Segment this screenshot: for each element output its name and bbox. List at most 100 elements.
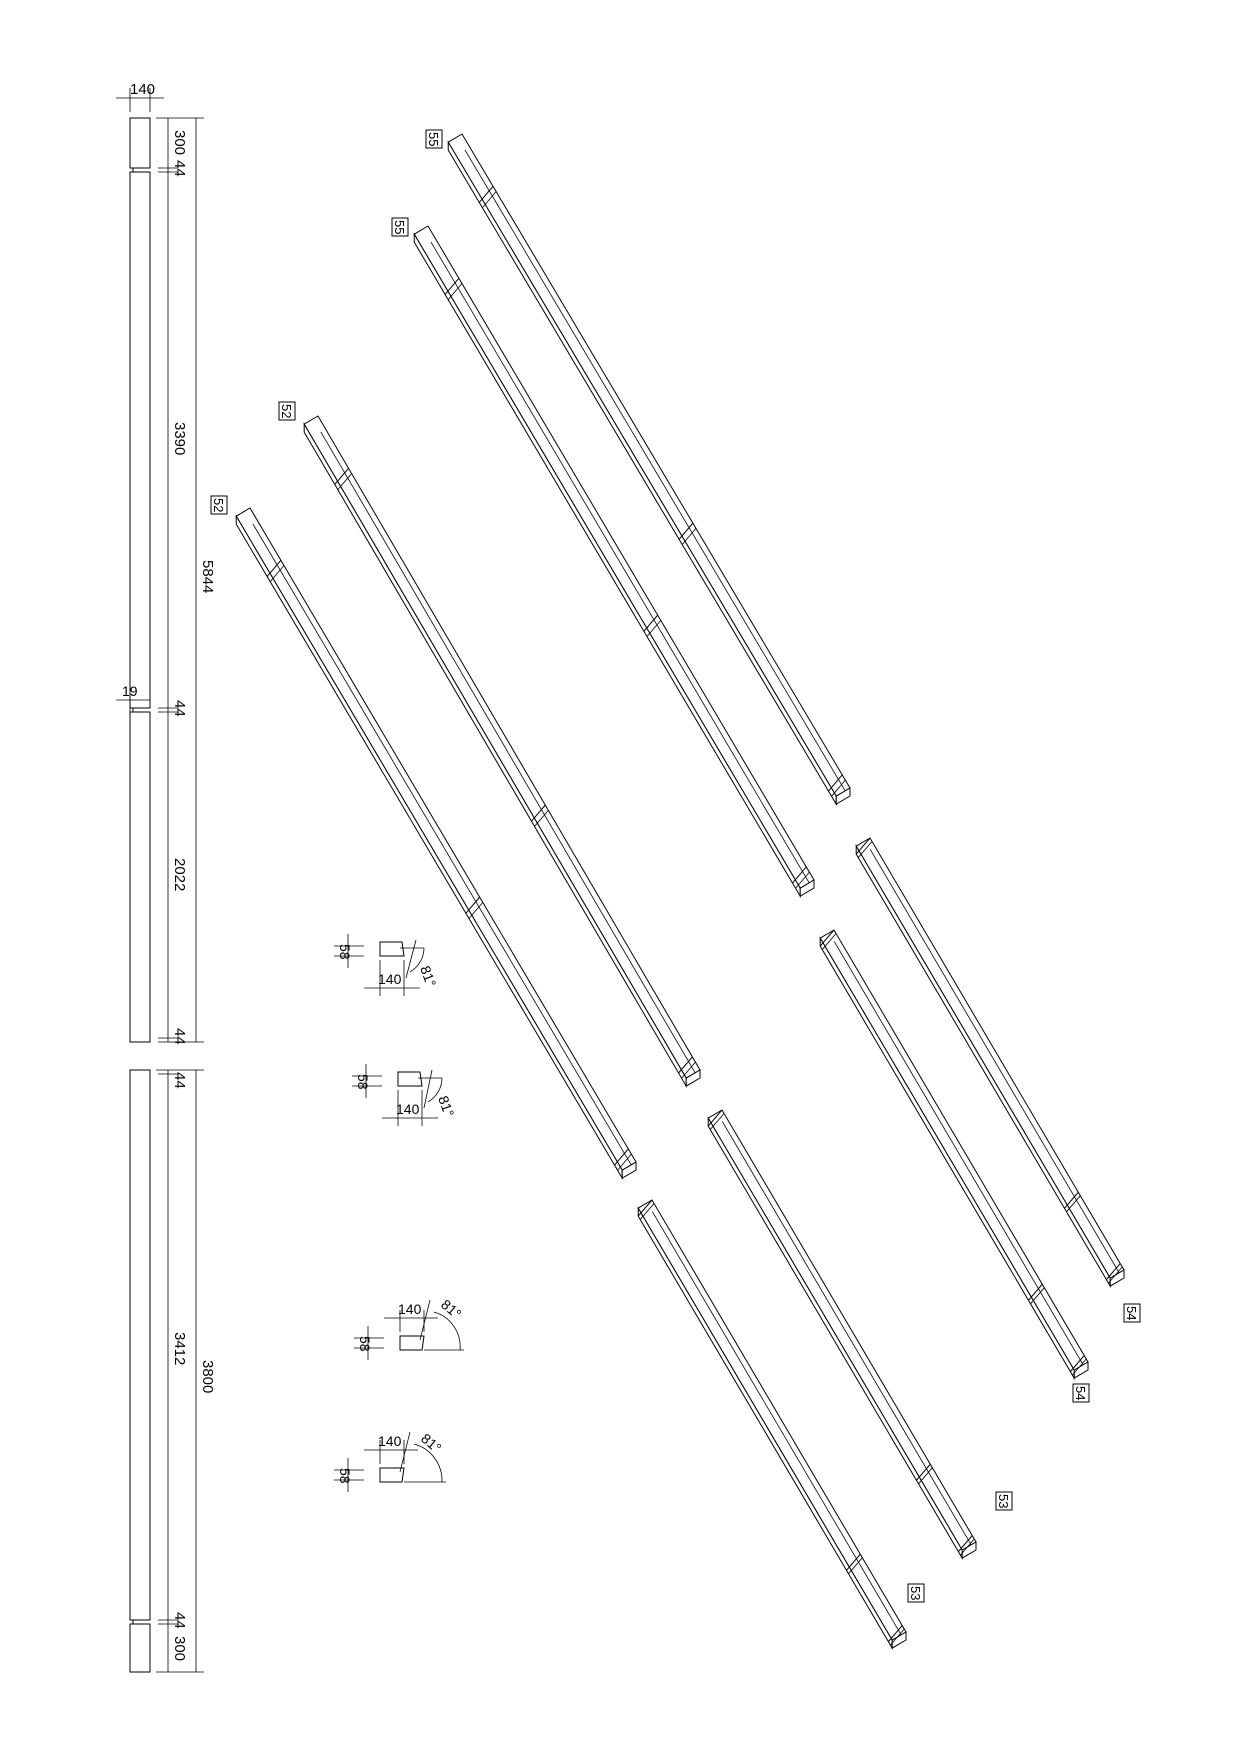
- beam-joint: [614, 1148, 629, 1166]
- part-label: 55: [392, 220, 407, 234]
- section-angle: 81°: [435, 1094, 457, 1119]
- beam-groove-line: [252, 523, 632, 1166]
- part-label: 53: [996, 1494, 1011, 1508]
- section-detail-4: 58 140 81°: [334, 1430, 446, 1492]
- beam-groove-line: [320, 431, 696, 1074]
- beam-end-face: [621, 1161, 637, 1180]
- beam-segment-3390: [129, 171, 151, 709]
- beam-joint: [916, 1463, 931, 1481]
- beam-end-segment-bottom: [129, 1623, 151, 1673]
- beam-joint: [478, 185, 494, 203]
- beam-joint: [617, 1153, 632, 1171]
- beam-joint: [531, 804, 546, 822]
- beam-groove-line: [430, 241, 810, 884]
- beam-joint: [819, 929, 835, 947]
- isometric-beam: [303, 415, 701, 1088]
- isometric-beams: [235, 133, 1125, 1650]
- beam-joint: [1108, 1266, 1123, 1284]
- dim-seg-2022: 2022: [171, 858, 188, 891]
- dim-seg-3412: 3412: [171, 1332, 188, 1365]
- part-label: 54: [1073, 1386, 1088, 1400]
- dim-seg-300-bottom: 300: [171, 1636, 188, 1661]
- isometric-beam: [855, 837, 1125, 1288]
- beam-joint: [1106, 1263, 1121, 1280]
- dim-width-140: 140: [130, 81, 155, 98]
- dim-seg-3390: 3390: [171, 422, 188, 455]
- beam-joint: [707, 1109, 723, 1127]
- part-label: 52: [211, 498, 226, 512]
- beam-joint: [447, 283, 463, 300]
- beam-segment-3412: [129, 1069, 151, 1621]
- section-width: 140: [398, 1301, 422, 1317]
- section-width: 140: [378, 1433, 402, 1449]
- beam-joint: [795, 871, 810, 889]
- dim-seg-300-top: 300: [171, 130, 188, 155]
- beam-joint: [681, 1061, 696, 1079]
- part-label: 55: [426, 132, 441, 146]
- section-angle: 81°: [417, 964, 439, 989]
- beam-end-face: [799, 879, 815, 898]
- beam-joint: [334, 467, 349, 485]
- beam-joint: [465, 896, 481, 914]
- beam-end-face: [685, 1069, 701, 1087]
- beam-joint: [444, 277, 460, 295]
- beam-joint: [709, 1113, 725, 1130]
- beam-joint: [639, 1203, 655, 1220]
- section-detail-2: 58 140 81°: [352, 1064, 457, 1126]
- beam-joint: [821, 933, 837, 950]
- beam-joint: [482, 191, 497, 208]
- beam-joint: [534, 810, 549, 827]
- dim-gap-44-c: 44: [171, 1028, 188, 1045]
- dim-total-5844: 5844: [199, 560, 216, 593]
- beam-joint: [1070, 1355, 1085, 1372]
- beam-joint: [960, 1538, 975, 1556]
- section-width: 140: [378, 971, 402, 987]
- part-labels: 55 55 52 52 54 54 53 53: [210, 129, 1141, 1603]
- isometric-beam: [235, 507, 637, 1180]
- beam-joint: [337, 473, 352, 490]
- beam-side-face: [637, 1206, 893, 1650]
- beam-joint: [855, 837, 871, 855]
- beam-joint: [1030, 1287, 1045, 1305]
- beam-joint: [857, 841, 873, 858]
- isometric-beam: [447, 133, 851, 806]
- dim-total-3800: 3800: [199, 1360, 216, 1393]
- beam-joint: [1028, 1283, 1043, 1301]
- beam-joint: [1064, 1191, 1079, 1209]
- beam-groove-line: [721, 1121, 972, 1546]
- beam-joint: [643, 614, 659, 632]
- beam-groove-line: [833, 941, 1084, 1366]
- beam-joint: [646, 620, 662, 637]
- beam-side-face: [413, 232, 801, 898]
- dim-gap-44-d: 44: [171, 1072, 188, 1089]
- dim-gap-44-a: 44: [171, 160, 188, 177]
- beam-joint: [681, 528, 697, 545]
- section-width: 140: [396, 1101, 420, 1117]
- beam-joint: [918, 1467, 933, 1485]
- beam-joint: [1066, 1195, 1081, 1213]
- beam-groove-line: [869, 849, 1120, 1274]
- beam-side-face: [707, 1116, 963, 1560]
- beam-joint: [888, 1625, 903, 1642]
- beam-end-segment-top: [129, 117, 151, 169]
- beam-joint: [637, 1199, 653, 1217]
- beam-joint: [890, 1628, 905, 1646]
- section-thickness: 58: [337, 944, 353, 960]
- beam-groove-line: [464, 149, 846, 792]
- section-detail-3: 58 140 81°: [354, 1296, 465, 1360]
- section-detail-1: 58 140 81°: [334, 934, 439, 996]
- beam-groove-line: [651, 1211, 902, 1636]
- beam-joint: [266, 559, 282, 577]
- beam-joint: [678, 1056, 693, 1074]
- beam-end-face: [835, 787, 851, 806]
- dim-gap-44-b: 44: [171, 700, 188, 717]
- section-thickness: 58: [337, 1468, 353, 1484]
- isometric-beam: [707, 1109, 977, 1560]
- isometric-beam: [819, 929, 1089, 1380]
- section-angle: 81°: [418, 1430, 445, 1456]
- beam-joint: [678, 522, 694, 540]
- part-label: 54: [1124, 1306, 1139, 1320]
- elevation-beam-3800: 44 3412 3800 44 300: [129, 1069, 216, 1673]
- beam-joint: [828, 774, 843, 792]
